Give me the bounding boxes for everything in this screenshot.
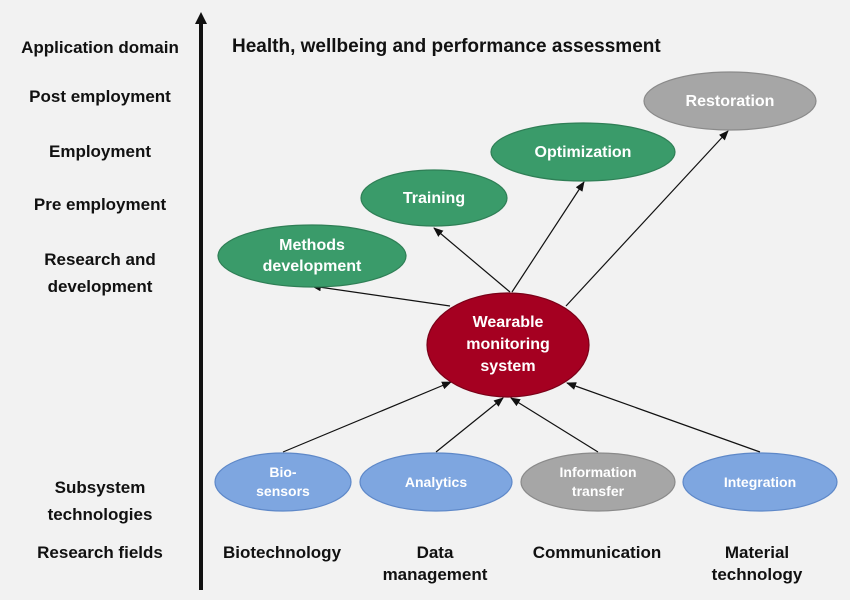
node-label-restoration: Restoration bbox=[685, 92, 775, 110]
node-optimization bbox=[490, 122, 676, 182]
application-domain-heading: Health, wellbeing and performance assess… bbox=[232, 36, 661, 57]
connection-arrows bbox=[282, 130, 761, 453]
arrow-to-methods-development bbox=[311, 283, 451, 307]
arrow-to-restoration bbox=[565, 130, 729, 307]
nodes-layer bbox=[214, 71, 838, 512]
arrow-to-training bbox=[433, 227, 511, 293]
node-label-analytics: Analytics bbox=[404, 473, 468, 490]
node-analytics bbox=[359, 452, 513, 512]
label-pre-employment: Pre employment bbox=[33, 195, 167, 214]
node-label-integration: Integration bbox=[723, 473, 797, 490]
label-research-fields: Research fields bbox=[37, 543, 163, 562]
node-integration bbox=[682, 452, 838, 512]
arrow-from-information-transfer bbox=[510, 397, 599, 453]
arrow-from-integration bbox=[566, 382, 761, 453]
arrow-from-bio-sensors bbox=[282, 381, 452, 453]
label-application-domain: Application domain bbox=[21, 38, 179, 57]
node-bio-sensors bbox=[214, 452, 352, 512]
arrow-to-optimization bbox=[511, 181, 585, 293]
node-label-optimization: Optimization bbox=[534, 143, 632, 161]
field-biotechnology: Biotechnology bbox=[222, 543, 342, 562]
node-methods-development bbox=[217, 224, 407, 288]
arrow-from-analytics bbox=[435, 397, 504, 453]
label-post-employment: Post employment bbox=[29, 87, 171, 106]
node-training bbox=[360, 169, 508, 227]
label-employment: Employment bbox=[48, 142, 152, 161]
node-wearable-monitoring-system bbox=[426, 292, 590, 398]
node-information-transfer bbox=[520, 452, 676, 512]
node-label-training: Training bbox=[402, 189, 466, 207]
field-communication: Communication bbox=[532, 543, 662, 562]
node-label-bio-sensors: Bio-sensors bbox=[256, 464, 310, 499]
node-restoration bbox=[643, 71, 817, 131]
